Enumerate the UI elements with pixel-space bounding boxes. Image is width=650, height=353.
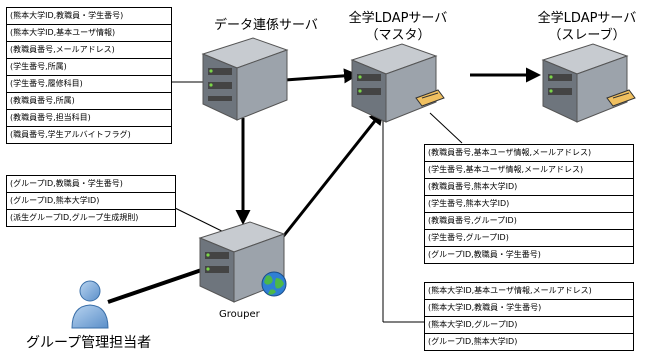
grouper-label: Grouper [219, 309, 260, 320]
grouper-field-row: (グループID,教職員・学生番号) [7, 176, 175, 193]
source-field-row: (熊本大学ID,教職員・学生番号) [7, 8, 171, 25]
person-icon [71, 280, 109, 329]
ldap-field-row: (教職員番号,基本ユーザ情報,メールアドレス) [425, 145, 633, 162]
ldap-field-row: (熊本大学ID,グループID) [425, 317, 633, 334]
ldap-slave-server-icon [541, 43, 636, 123]
grouper-field-row: (グループID,熊本大学ID) [7, 193, 175, 210]
source-field-row: (熊本大学ID,基本ユーザ情報) [7, 25, 171, 42]
source-field-row: (職員番号,学生アルバイトフラグ) [10, 130, 131, 139]
data-server-icon [201, 37, 289, 121]
ldap-slave-title-line2: （スレーブ） [548, 28, 626, 43]
data-server-title: データ連係サーバ [214, 18, 318, 33]
grouper-server-icon [198, 221, 287, 303]
ldap-field-row: (グループID,教職員・学生番号) [428, 250, 541, 259]
source-field-row: (教職員番号,担当科目) [7, 110, 171, 127]
ldap-field-row: (教職員番号,グループID) [425, 213, 633, 230]
ldap-field-row: (学生番号,熊本大学ID) [425, 196, 633, 213]
source-field-row: (教職員番号,メールアドレス) [7, 42, 171, 59]
source-field-row: (教職員番号,所属) [7, 93, 171, 110]
ldap-field-row: (学生番号,基本ユーザ情報,メールアドレス) [425, 162, 633, 179]
ldap-fields-list-b: (熊本大学ID,基本ユーザ情報,メールアドレス) (熊本大学ID,教職員・学生番… [424, 282, 634, 351]
source-field-row: (学生番号,所属) [7, 59, 171, 76]
ldap-field-row: (グループID,熊本大学ID) [428, 337, 518, 346]
grouper-to-master-arrow [280, 109, 384, 239]
ldap-fields-list-a: (教職員番号,基本ユーザ情報,メールアドレス) (学生番号,基本ユーザ情報,メー… [424, 144, 634, 264]
ldap-field-row: (教職員番号,熊本大学ID) [425, 179, 633, 196]
group-manager-label: グループ管理担当者 [26, 335, 152, 351]
ldap-field-row: (熊本大学ID,基本ユーザ情報,メールアドレス) [425, 283, 633, 300]
grouper-fields-list: (グループID,教職員・学生番号) (グループID,熊本大学ID) (派生グルー… [6, 175, 176, 227]
ldap-master-title-line1: 全学LDAPサーバ [348, 11, 448, 26]
source-fields-list: (熊本大学ID,教職員・学生番号) (熊本大学ID,基本ユーザ情報) (教職員番… [6, 7, 172, 144]
grouper-field-row: (派生グループID,グループ生成規則) [10, 213, 139, 222]
ldap-slave-title-line1: 全学LDAPサーバ [537, 11, 637, 26]
ldap-field-row: (学生番号,グループID) [425, 230, 633, 247]
source-field-row: (学生番号,履修科目) [7, 76, 171, 93]
dataserver-to-master-arrow [284, 68, 359, 84]
ldap-field-row: (熊本大学ID,教職員・学生番号) [425, 300, 633, 317]
ldap-master-title-line2: （マスタ） [365, 28, 431, 43]
master-to-fields-a-line [429, 112, 463, 144]
ldap-slave-title: 全学LDAPサーバ （スレーブ） [527, 10, 647, 44]
ldap-master-title: 全学LDAPサーバ （マスタ） [338, 10, 458, 44]
ldap-master-server-icon [350, 43, 445, 123]
